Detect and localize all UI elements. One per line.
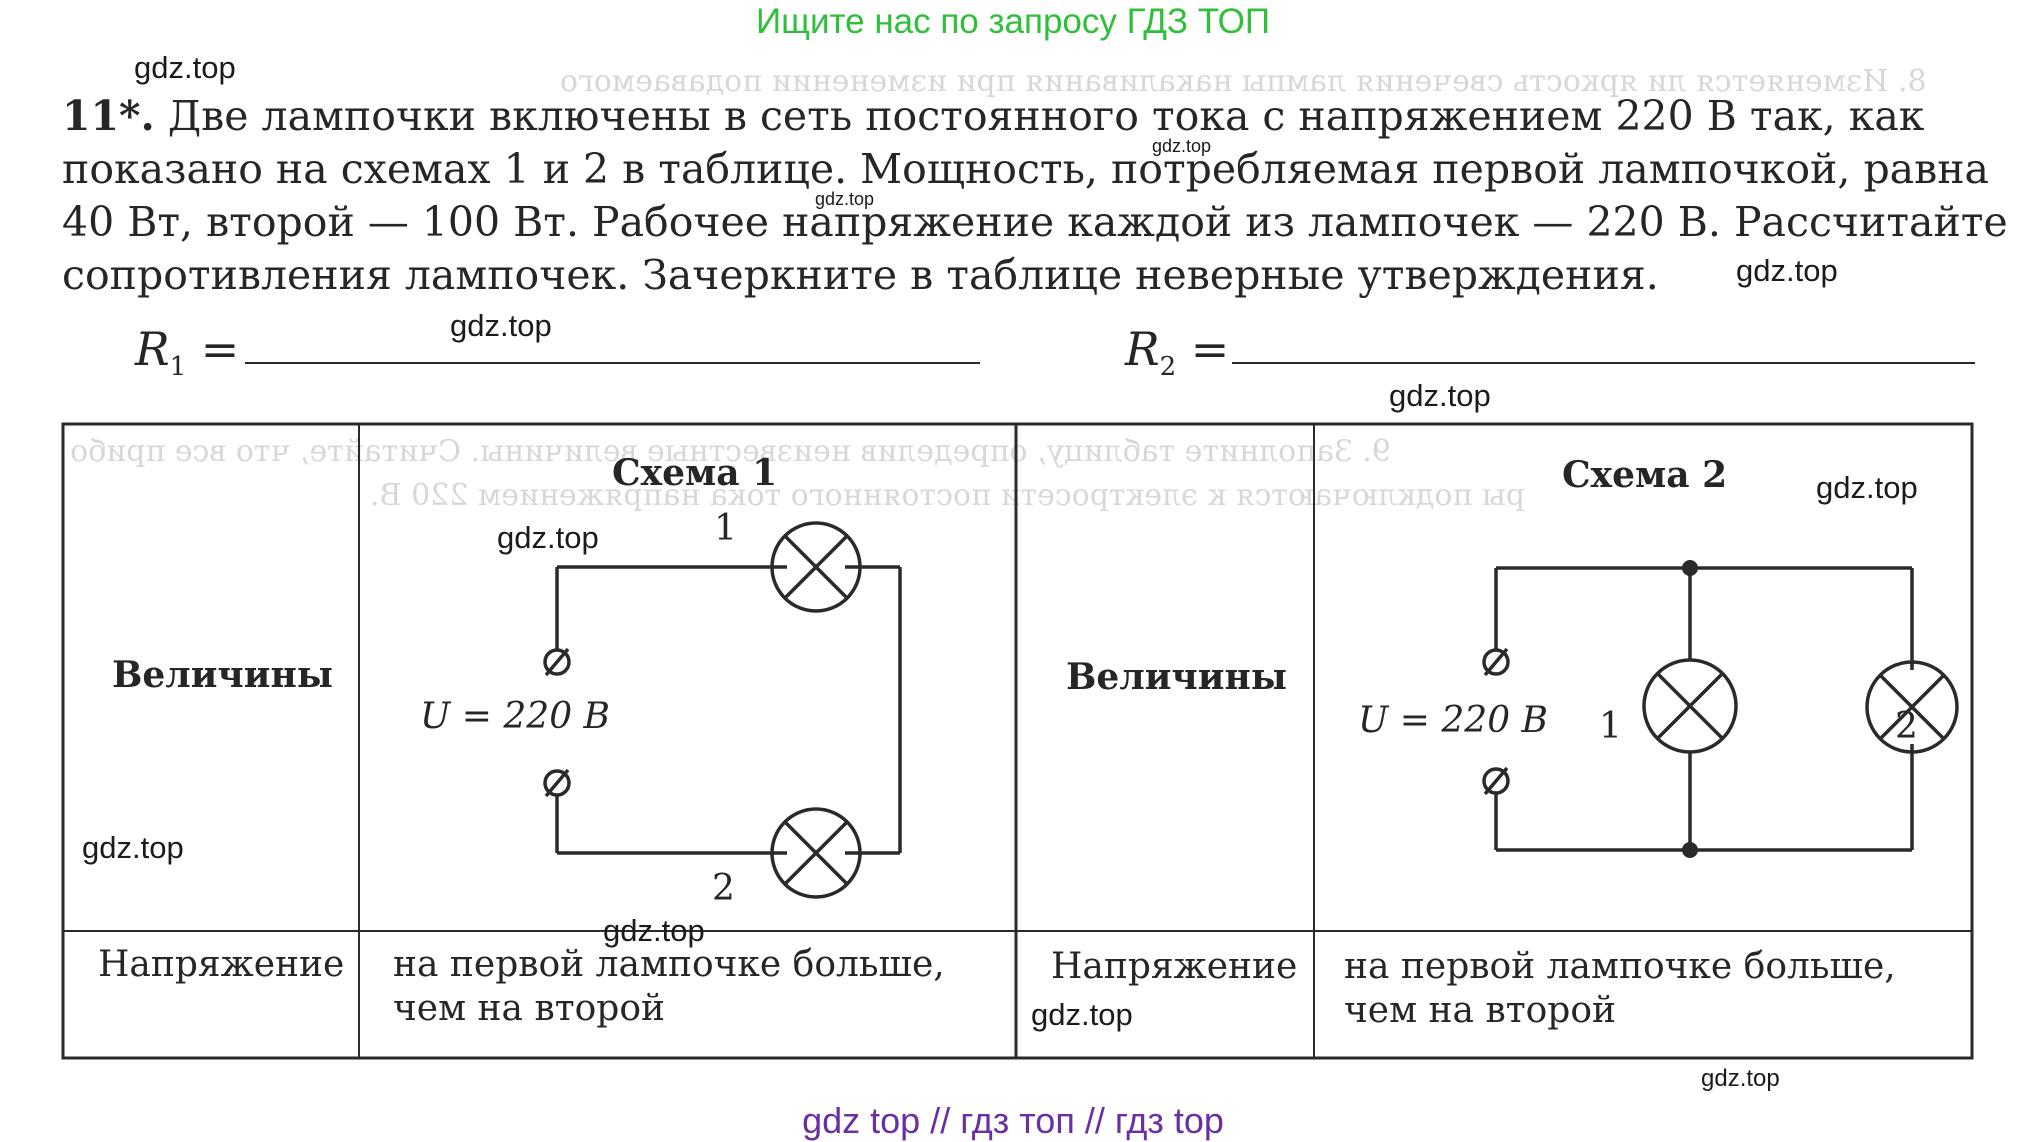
problem-line-1: 11*. Две лампочки включены в сеть постоя… bbox=[62, 92, 1924, 140]
terminal-icon bbox=[1482, 647, 1510, 677]
row-label-voltage-1: Напряжение bbox=[98, 944, 345, 985]
statement-1-line-2[interactable]: чем на второй bbox=[393, 988, 666, 1029]
junction-dot bbox=[1682, 560, 1698, 576]
watermark: gdz.top bbox=[1736, 253, 1838, 288]
quantities-label-1: Величины bbox=[112, 654, 333, 696]
r2-label: R2 = bbox=[1125, 322, 1230, 383]
statement-2-line-1[interactable]: на первой лампочке больше, bbox=[1344, 946, 1896, 987]
watermark: gdz.top bbox=[497, 520, 599, 555]
r1-label: R1 = bbox=[135, 322, 240, 383]
scheme1-title: Схема 1 bbox=[612, 452, 778, 494]
problem-number: 11*. bbox=[62, 92, 155, 140]
voltage-label-1: U = 220 В bbox=[420, 696, 611, 737]
statement-1-line-1[interactable]: на первой лампочке больше, bbox=[393, 944, 945, 985]
junction-dot bbox=[1682, 842, 1698, 858]
quantities-label-2: Величины bbox=[1066, 656, 1287, 698]
watermark: gdz.top bbox=[450, 308, 552, 343]
bottom-banner: gdz top // гдз топ // гдз top bbox=[802, 1100, 1224, 1141]
watermark: gdz.top bbox=[603, 913, 705, 948]
watermark: gdz.top bbox=[1701, 1065, 1780, 1092]
watermark: gdz.top bbox=[1389, 378, 1491, 413]
problem-line-3: 40 Вт, второй — 100 Вт. Рабочее напряжен… bbox=[62, 198, 2008, 246]
lamp-2-icon bbox=[1865, 660, 1959, 754]
scheme2-circuit bbox=[1482, 566, 1959, 852]
scheme1-circuit bbox=[543, 521, 902, 899]
r2-answer-line[interactable] bbox=[1232, 362, 1975, 364]
row-label-voltage-2: Напряжение bbox=[1051, 946, 1298, 987]
watermark: gdz.top bbox=[1031, 997, 1133, 1032]
watermark: gdz.top bbox=[1152, 136, 1212, 156]
lamp-2-label: 2 bbox=[1895, 706, 1918, 747]
r1-answer-line[interactable] bbox=[245, 362, 980, 364]
problem-text-1: Две лампочки включены в сеть постоянного… bbox=[167, 92, 1925, 140]
watermark: gdz.top bbox=[1816, 470, 1918, 505]
lamp-1-icon bbox=[1642, 658, 1738, 754]
problem-line-2: показано на схемах 1 и 2 в таблице. Мощн… bbox=[62, 145, 1989, 193]
top-banner: Ищите нас по запросу ГДЗ ТОП bbox=[756, 2, 1270, 41]
problem-line-4: сопротивления лампочек. Зачеркните в таб… bbox=[62, 251, 1659, 299]
lamp-1-label: 1 bbox=[714, 508, 737, 549]
scheme2-title: Схема 2 bbox=[1562, 454, 1728, 496]
watermark: gdz.top bbox=[815, 189, 875, 209]
statement-2-line-2[interactable]: чем на второй bbox=[1344, 990, 1617, 1031]
lamp-1-icon bbox=[770, 521, 862, 613]
terminal-icon bbox=[1482, 766, 1510, 796]
terminal-icon bbox=[543, 647, 571, 677]
lamp-1-label: 1 bbox=[1599, 706, 1622, 747]
lamp-2-icon bbox=[770, 807, 862, 899]
voltage-label-2: U = 220 В bbox=[1358, 700, 1549, 741]
lamp-2-label: 2 bbox=[712, 868, 735, 909]
watermark: gdz.top bbox=[134, 50, 236, 85]
watermark: gdz.top bbox=[82, 830, 184, 865]
terminal-icon bbox=[543, 768, 571, 798]
